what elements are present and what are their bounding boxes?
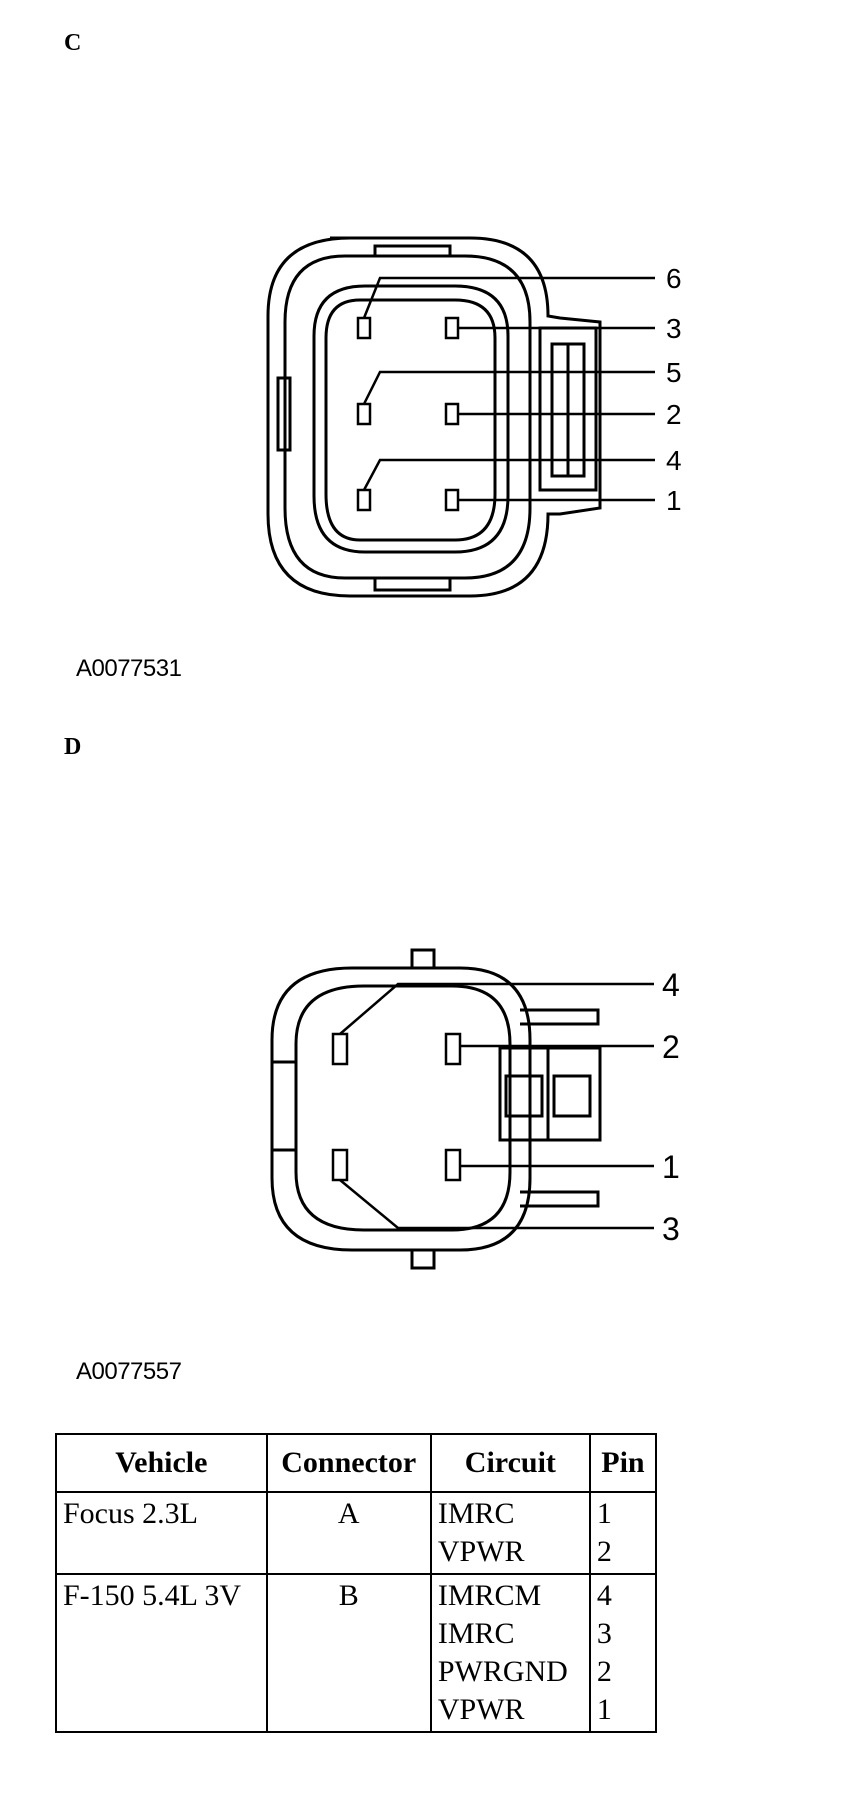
connector-d-top-key (410, 948, 436, 968)
header-connector: Connector (265, 1433, 432, 1493)
connector-c-pin-2 (444, 402, 460, 426)
pin-label-c-3: 3 (666, 313, 682, 344)
pinout-table: Vehicle Connector Circuit Pin Focus 2.3L… (55, 1433, 658, 1733)
pin-label-d-1: 1 (662, 1149, 680, 1185)
table-row: Focus 2.3L A IMRC VPWR 1 2 (55, 1491, 658, 1575)
connector-c-top-tab (373, 244, 452, 256)
connector-d-diagram: 4 2 1 3 (270, 948, 680, 1270)
cell-vehicle: Focus 2.3L (55, 1491, 268, 1575)
pin-label-c-5: 5 (666, 357, 682, 388)
table-row: F-150 5.4L 3V B IMRCM IMRC PWRGND VPWR 4… (55, 1573, 658, 1733)
connector-c-pin-3 (444, 316, 460, 340)
pin-number: 3 (596, 1617, 612, 1650)
cell-circuits: IMRCM IMRC PWRGND VPWR (429, 1573, 591, 1733)
pin-label-d-4: 4 (662, 967, 680, 1003)
leader-c-4 (362, 458, 655, 491)
connector-c-bottom-tab (373, 578, 452, 592)
connector-d-bottom-key (410, 1250, 436, 1270)
circuit-name: VPWR (437, 1693, 525, 1726)
header-pin: Pin (588, 1433, 658, 1493)
cell-circuits: IMRC VPWR (429, 1491, 591, 1575)
cell-pins: 1 2 (588, 1491, 658, 1575)
pin-number: 1 (596, 1497, 612, 1530)
circuit-name: IMRC (437, 1497, 515, 1530)
circuit-name: IMRC (437, 1617, 515, 1650)
pin-number: 2 (596, 1535, 612, 1568)
connector-c-pin-field (312, 284, 510, 554)
pin-label-c-6: 6 (666, 263, 682, 294)
connector-d-right-clip (520, 1008, 600, 1026)
leader-d-3 (339, 1179, 654, 1230)
connector-d-pin-2 (444, 1032, 462, 1066)
cell-vehicle: F-150 5.4L 3V (55, 1573, 268, 1733)
leader-d-4 (339, 982, 654, 1035)
pin-number: 2 (596, 1655, 612, 1688)
circuit-name: PWRGND (437, 1655, 568, 1688)
pin-number: 1 (596, 1693, 612, 1726)
connector-c-inner-shell (283, 254, 532, 580)
leader-c-6 (362, 276, 655, 319)
connector-d-outer-shell (270, 966, 532, 1252)
pin-number: 4 (596, 1579, 612, 1612)
connector-c-left-latch (276, 376, 292, 452)
header-circuit: Circuit (429, 1433, 591, 1493)
connector-d-pin-4 (331, 1032, 349, 1066)
connector-c-outer-shell (266, 236, 602, 598)
connector-d-pin-1 (444, 1148, 462, 1182)
connector-c-pin-6 (356, 316, 372, 340)
pin-label-d-3: 3 (662, 1211, 680, 1247)
connector-d-lock (498, 1046, 602, 1142)
connector-d-pin-3 (331, 1148, 349, 1182)
connector-c-pin-5 (356, 402, 372, 426)
cell-pins: 4 3 2 1 (588, 1573, 658, 1733)
circuit-name: VPWR (437, 1535, 525, 1568)
connector-c-pin-4 (356, 488, 372, 512)
header-vehicle: Vehicle (55, 1433, 268, 1493)
connector-c-pin-1 (444, 488, 460, 512)
circuit-name: IMRCM (437, 1579, 542, 1612)
figure-c-id: A0077531 (76, 655, 182, 682)
table-header-row: Vehicle Connector Circuit Pin (55, 1433, 658, 1493)
figure-d-id: A0077557 (76, 1358, 182, 1385)
cell-connector: A (265, 1491, 432, 1575)
cell-connector: B (265, 1573, 432, 1733)
pin-label-c-4: 4 (666, 445, 682, 476)
pin-label-d-2: 2 (662, 1029, 680, 1065)
leader-c-5 (362, 370, 655, 405)
pin-label-c-2: 2 (666, 399, 682, 430)
pin-label-c-1: 1 (666, 485, 682, 516)
connector-d-inner-shell (294, 984, 512, 1232)
figure-d-letter: D (64, 734, 82, 760)
connector-c-diagram: 6 3 5 2 4 1 (266, 236, 682, 598)
figure-c-letter: C (64, 30, 82, 56)
